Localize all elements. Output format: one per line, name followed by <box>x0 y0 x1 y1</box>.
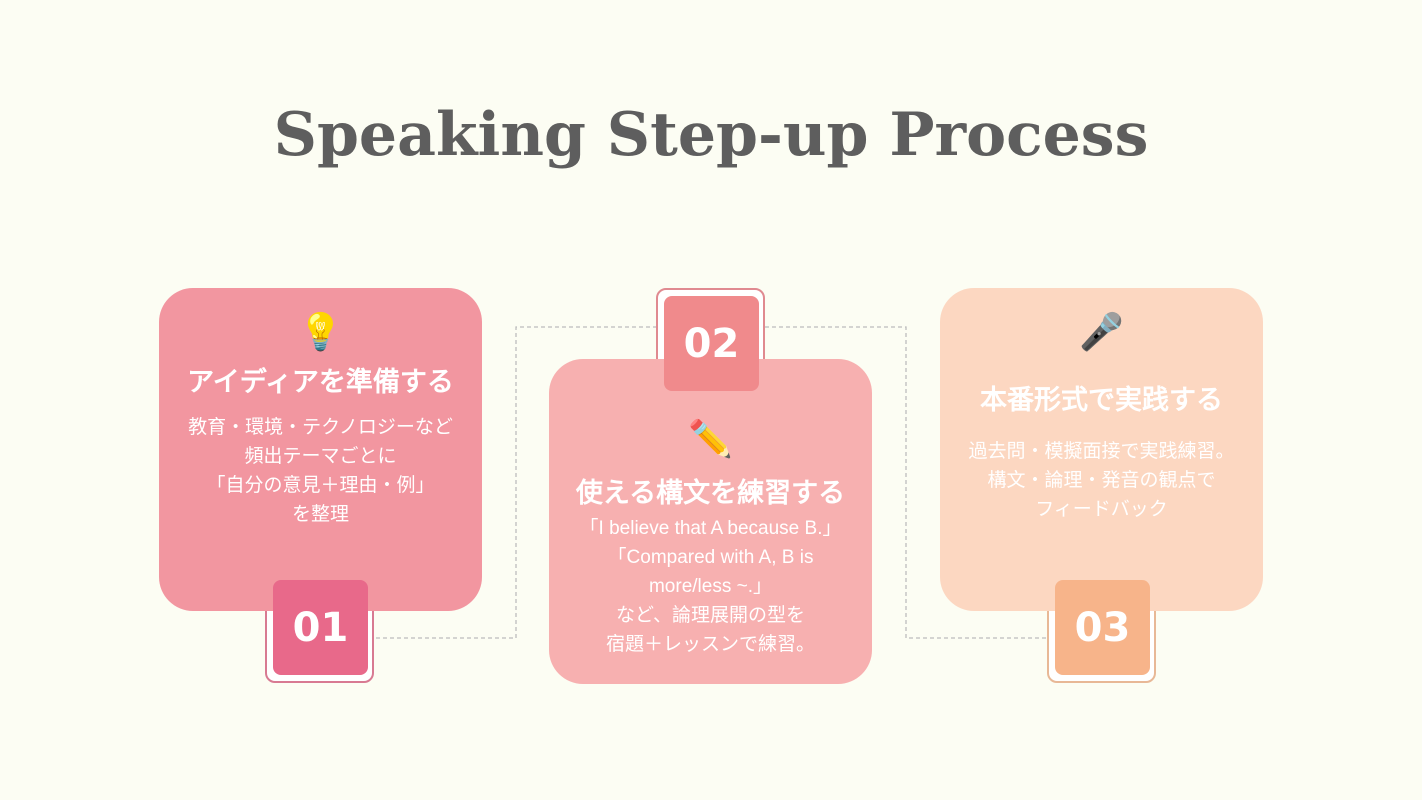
step-2-number-badge: 02 <box>664 296 759 391</box>
page-title: Speaking Step-up Process <box>273 100 1149 170</box>
step-1-description: 教育・環境・テクノロジーなど頻出テーマごとに「自分の意見＋理由・例」を整理 <box>188 417 453 525</box>
step-3-description: 過去問・模擬面接で実践練習。構文・論理・発音の観点でフィードバック <box>968 441 1235 520</box>
step-1-number-badge: 01 <box>273 580 368 675</box>
connector-1-2 <box>376 326 656 639</box>
step-1-card: 💡 アイディアを準備する 教育・環境・テクノロジーなど頻出テーマごとに「自分の意… <box>159 288 482 611</box>
step-2-description: 「I believe that A because B.」「Compared w… <box>579 518 842 655</box>
step-3-number-badge: 03 <box>1055 580 1150 675</box>
pencil-icon: ✏️ <box>688 418 733 459</box>
connector-2-3 <box>765 326 1047 639</box>
step-3-card: 🎤 本番形式で実践する 過去問・模擬面接で実践練習。構文・論理・発音の観点でフィ… <box>940 288 1263 611</box>
microphone-icon: 🎤 <box>1079 311 1124 352</box>
step-3-heading: 本番形式で実践する <box>980 385 1223 415</box>
step-2-card: ✏️ 使える構文を練習する 「I believe that A because … <box>549 359 872 684</box>
step-2-heading: 使える構文を練習する <box>575 478 846 508</box>
step-1-heading: アイディアを準備する <box>187 367 454 397</box>
lightbulb-icon: 💡 <box>298 311 343 352</box>
